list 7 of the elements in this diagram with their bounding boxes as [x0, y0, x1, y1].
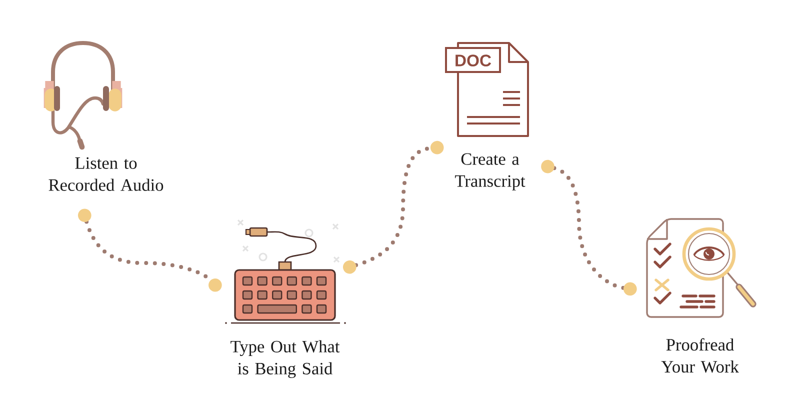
- step-label: Create a Transcript: [455, 153, 526, 190]
- dotted-connector: [343, 140, 444, 274]
- step-label: Listen to Recorded Audio: [48, 157, 164, 191]
- step-label: Proofread Your Work: [661, 338, 739, 373]
- step-label: Type Out What is Being Said: [230, 340, 340, 378]
- dotted-connector: [78, 208, 222, 292]
- dotted-connector: [541, 160, 637, 296]
